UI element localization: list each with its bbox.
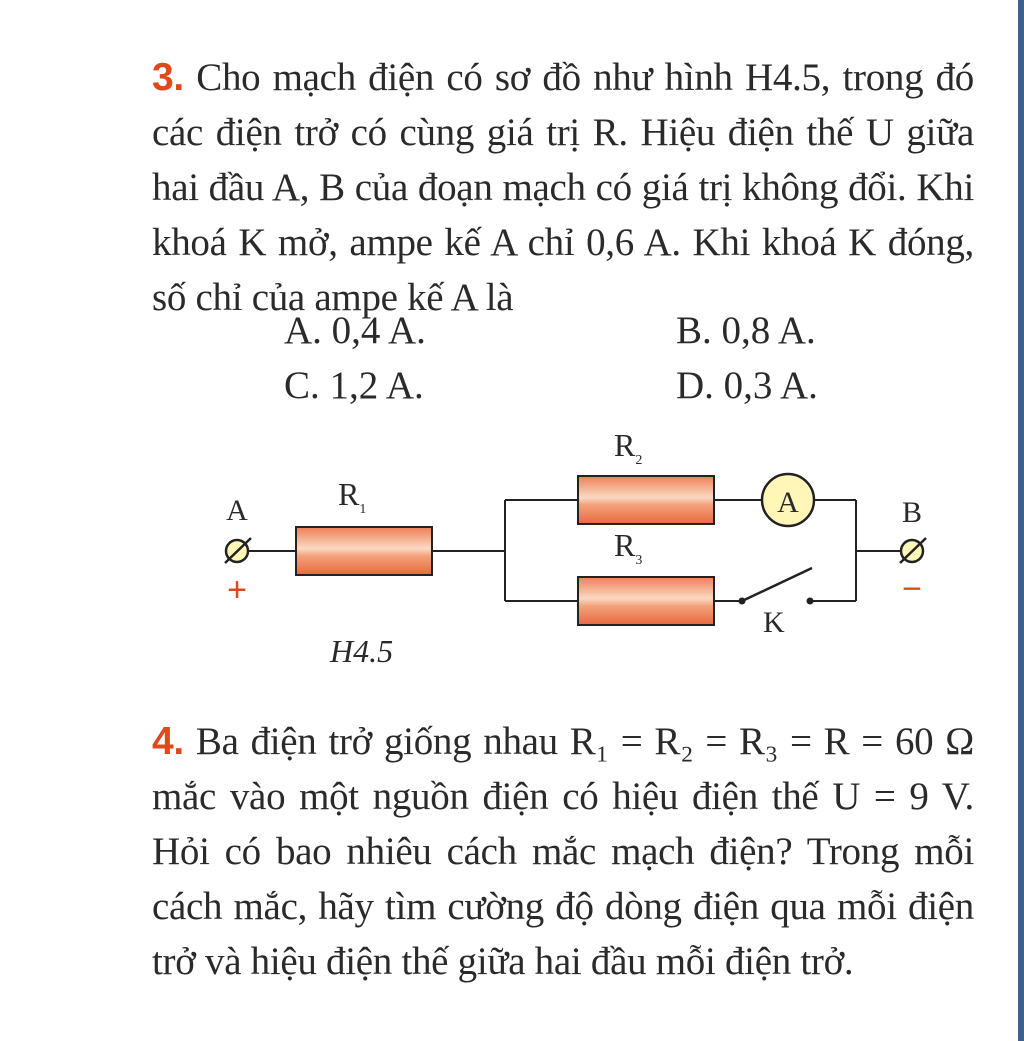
option-b: B. 0,8 A.: [676, 309, 816, 352]
r2-label: R2: [614, 427, 642, 468]
terminal-a-label: A: [226, 494, 248, 527]
option-c: C. 1,2 A.: [284, 364, 424, 407]
r1-label: R1: [338, 476, 366, 517]
plus-sign: +: [227, 571, 247, 609]
terminal-b-label: B: [902, 496, 922, 529]
r3-label: R3: [614, 527, 642, 568]
terminal-b-icon: [899, 537, 927, 564]
switch-k-icon: [738, 566, 814, 605]
ammeter-icon: [760, 472, 816, 528]
minus-sign: −: [902, 570, 922, 608]
figure-caption: H4.5: [329, 633, 393, 669]
problem-3-number: 3.: [152, 56, 184, 99]
option-d: D. 0,3 A.: [676, 364, 818, 407]
problem-4-text: Ba điện trở giống nhau R₁ = R₂ = R₃ = R …: [152, 720, 974, 983]
ammeter-label: A: [777, 486, 799, 519]
resistor-r3: [577, 576, 715, 626]
terminal-a-icon: [224, 537, 252, 564]
circuit-wires: [248, 499, 902, 602]
resistor-r2: [577, 475, 715, 525]
problem-4: 4. Ba điện trở giống nhau R₁ = R₂ = R₃ =…: [152, 714, 974, 989]
switch-k-label: K: [763, 606, 785, 639]
problem-3: 3. Cho mạch điện có sơ đồ như hình H4.5,…: [152, 50, 974, 325]
circuit-diagram-h4-5: A A B + − R1 R2 R3 K H4.5: [224, 427, 927, 669]
resistor-r1: [295, 526, 433, 576]
problem-3-text: Cho mạch điện có sơ đồ như hình H4.5, tr…: [152, 56, 975, 319]
problem-4-number: 4.: [152, 720, 184, 763]
page-edge-bar: [1018, 0, 1024, 1041]
option-a: A. 0,4 A.: [284, 309, 426, 352]
